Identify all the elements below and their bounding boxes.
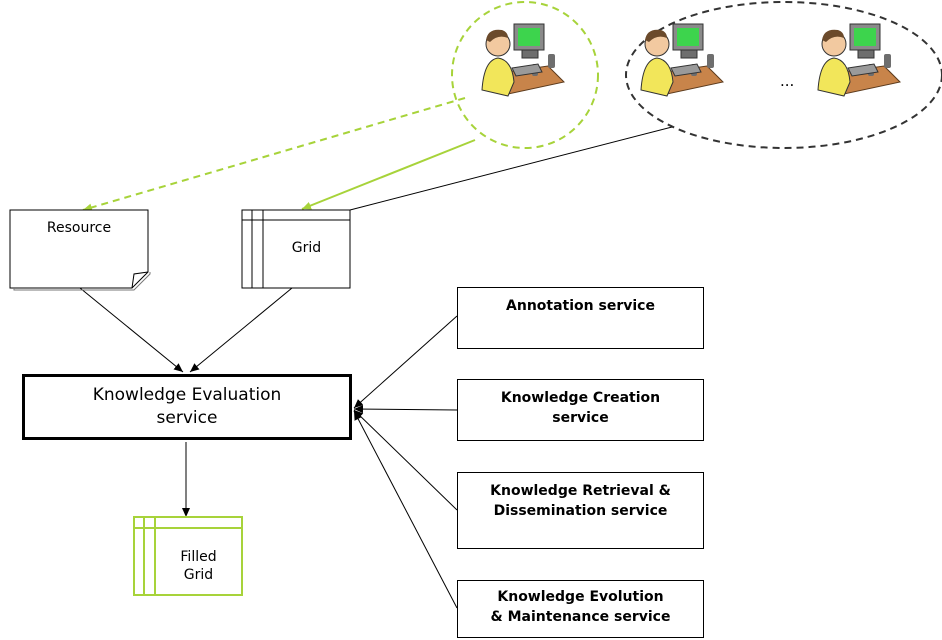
arrow-annotation-to-evaluation: [353, 315, 458, 409]
knowledge-evolution-maintenance-service-box: Knowledge Evolution & Maintenance servic…: [457, 580, 704, 638]
arrow-grid-to-evaluation: [189, 287, 293, 373]
person-at-computer-icon: [640, 23, 724, 97]
grid-table-shape: [241, 209, 351, 289]
users-group-ellipse: [625, 1, 942, 149]
person-at-computer-icon: [817, 23, 901, 97]
knowledge-evaluation-service-box: Knowledge Evaluation service: [22, 374, 352, 440]
arrow-user-to-grid: [301, 139, 476, 210]
arrow-user-to-resource: [82, 97, 466, 212]
line-group-to-grid: [349, 126, 673, 211]
person-at-computer-icon: [481, 23, 565, 97]
filled-grid-table-shape: [133, 516, 243, 596]
filled-grid-label: Filled Grid: [180, 549, 217, 583]
resource-document-shape: [9, 209, 149, 289]
knowledge-evaluation-service-label: Knowledge Evaluation service: [92, 385, 282, 428]
grid-label: Grid: [291, 240, 322, 256]
knowledge-retrieval-dissemination-service-label: Knowledge Retrieval & Dissemination serv…: [490, 483, 671, 519]
arrow-retrieval-to-evaluation: [353, 409, 458, 511]
arrow-resource-to-evaluation: [79, 287, 184, 373]
resource-label: Resource: [46, 220, 112, 236]
knowledge-retrieval-dissemination-service-box: Knowledge Retrieval & Dissemination serv…: [457, 472, 704, 549]
knowledge-creation-service-box: Knowledge Creation service: [457, 379, 704, 441]
arrow-evolution-to-evaluation: [353, 410, 458, 609]
more-users-ellipsis: ...: [780, 72, 795, 90]
annotation-service-label: Annotation service: [506, 298, 655, 314]
annotation-service-box: Annotation service: [457, 287, 704, 349]
knowledge-creation-service-label: Knowledge Creation service: [500, 390, 661, 426]
arrow-creation-to-evaluation: [353, 405, 458, 414]
knowledge-evolution-maintenance-service-label: Knowledge Evolution & Maintenance servic…: [490, 589, 671, 625]
user-highlight-ring: [451, 1, 599, 149]
